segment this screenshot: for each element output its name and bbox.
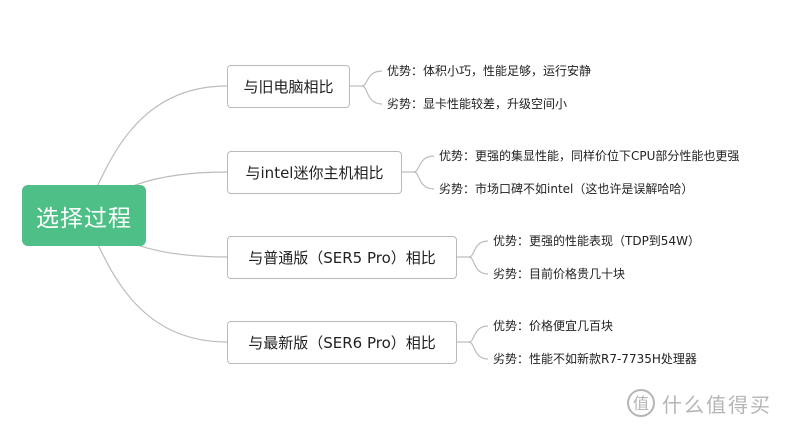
svg-text:值: 值: [633, 394, 649, 413]
branch-node-old-pc: 与旧电脑相比: [227, 65, 350, 108]
leaf-link-pros-intel-mini: [413, 155, 435, 173]
leaf-cons-ser6-pro: 劣势：性能不如新款R7-7735H处理器: [493, 352, 697, 366]
watermark-text: 什么值得买: [662, 392, 772, 417]
leaf-link-cons-intel-mini: [413, 171, 435, 190]
branch-label: 与普通版（SER5 Pro）相比: [248, 249, 436, 267]
leaf-link-cons-ser5-pro: [468, 256, 489, 275]
root-label: 选择过程: [36, 205, 132, 232]
leaf-pros-ser5-pro: 优势：更强的性能表现（TDP到54W）: [493, 234, 700, 248]
watermark: 值 什么值得买: [626, 385, 786, 421]
branch-node-ser6-pro: 与最新版（SER6 Pro）相比: [227, 321, 457, 364]
leaf-link-pros-ser5-pro: [468, 240, 489, 258]
leaf-pros-ser6-pro: 优势：价格便宜几百块: [493, 319, 614, 333]
smzdm-logo-icon: 值: [627, 389, 655, 417]
branch-label: 与最新版（SER6 Pro）相比: [248, 334, 436, 352]
leaf-link-pros-ser6-pro: [468, 325, 489, 343]
leaf-cons-intel-mini: 劣势：市场口碑不如intel（这也许是误解哈哈）: [439, 182, 694, 196]
branch-node-intel-mini: 与intel迷你主机相比: [227, 151, 402, 194]
leaf-link-cons-ser6-pro: [468, 341, 489, 360]
branch-label: 与旧电脑相比: [243, 78, 334, 96]
leaf-link-pros-old-pc: [361, 70, 383, 87]
leaf-link-cons-old-pc: [361, 85, 383, 105]
root-node: 选择过程: [22, 185, 146, 246]
branch-label: 与intel迷你主机相比: [245, 164, 384, 182]
leaf-cons-old-pc: 劣势：显卡性能较差，升级空间小: [387, 97, 568, 111]
leaf-cons-ser5-pro: 劣势：目前价格贵几十块: [493, 267, 626, 281]
leaf-pros-intel-mini: 优势：更强的集显性能，同样价位下CPU部分性能也更强: [439, 149, 740, 163]
branch-node-ser5-pro: 与普通版（SER5 Pro）相比: [227, 236, 457, 279]
leaf-pros-old-pc: 优势：体积小巧，性能足够，运行安静: [387, 64, 592, 78]
